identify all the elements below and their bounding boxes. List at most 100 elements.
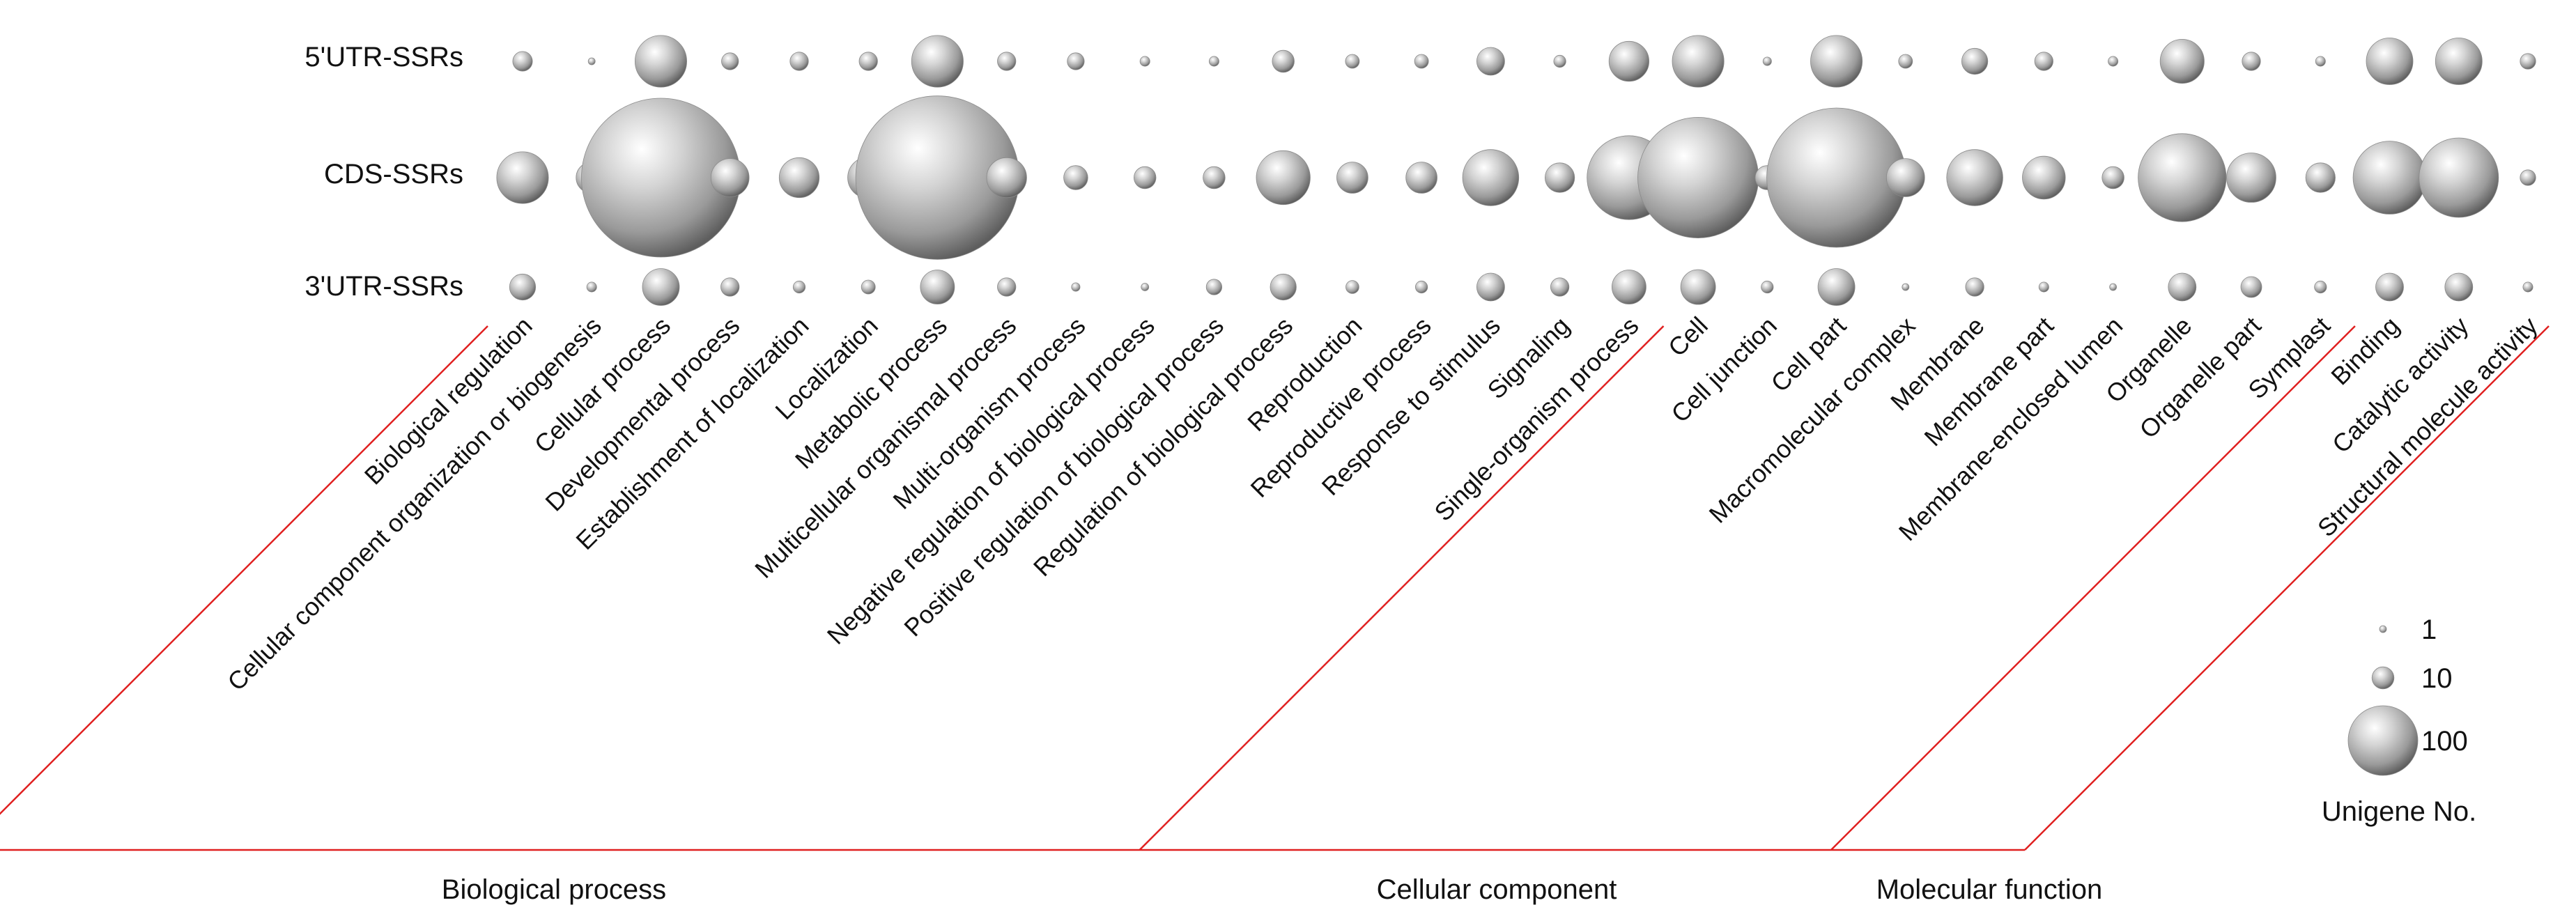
bubble (1902, 283, 1910, 291)
bubble (2520, 53, 2536, 70)
bubble (1414, 54, 1429, 69)
bubble (1761, 280, 1774, 294)
bubble (986, 157, 1027, 199)
bubble (2305, 162, 2336, 193)
bubble (1965, 277, 1984, 297)
bubble (778, 157, 820, 199)
bubble (1345, 280, 1359, 294)
bubble (2108, 56, 2119, 67)
bubble (509, 273, 537, 301)
bubble (1415, 280, 1428, 294)
bubble (2520, 169, 2536, 186)
category-label: Positive regulation of biological proces… (898, 311, 1229, 642)
bubble (1067, 52, 1085, 70)
group-divider-line (2024, 325, 2550, 851)
bubble (1550, 277, 1570, 297)
legend-bubble (2371, 666, 2395, 690)
bubble (586, 281, 597, 293)
bubble (997, 277, 1017, 297)
category-label: Cell (1663, 311, 1713, 362)
bubble (1256, 150, 1311, 206)
bubble (2444, 272, 2474, 302)
bubble (1766, 107, 1907, 248)
bubble (587, 57, 596, 65)
category-label: Organelle part (2134, 311, 2266, 444)
bubble (2240, 276, 2262, 298)
bubble (1961, 47, 1989, 75)
bubble (512, 51, 533, 72)
legend-label: 10 (2421, 663, 2453, 694)
bubble (1139, 56, 1150, 67)
bubbles (496, 35, 2536, 306)
legend-bubble (2379, 625, 2387, 633)
bubble (1133, 166, 1157, 189)
bubble (2242, 52, 2261, 71)
bubble (2159, 39, 2205, 84)
bubble (1476, 47, 1505, 76)
bubble (997, 52, 1017, 71)
bubble (1898, 54, 1913, 69)
bubble (720, 277, 740, 297)
bubble (792, 280, 806, 294)
bubble (1272, 49, 1295, 73)
bubble (710, 158, 750, 197)
bubble (1203, 166, 1226, 189)
row-labels: 5'UTR-SSRs CDS-SSRs 3'UTR-SSRs (304, 42, 463, 302)
row-label: 3'UTR-SSRs (304, 271, 463, 302)
legend-bubble (2347, 705, 2419, 776)
bubble (2226, 153, 2276, 203)
bubble (789, 52, 809, 71)
bubble (2022, 155, 2066, 200)
bubble (1063, 165, 1088, 190)
bubble (2352, 141, 2427, 215)
legend-title: Unigene No. (2322, 796, 2476, 827)
bubble (2419, 137, 2499, 218)
legend-label: 1 (2421, 614, 2437, 645)
bubble (1810, 35, 1863, 88)
group-label: Biological process (442, 874, 666, 905)
bubble (1462, 149, 1520, 206)
bubble (1270, 273, 1297, 301)
bubble (2314, 280, 2327, 294)
bubble (2101, 166, 2124, 189)
bubble (911, 35, 964, 88)
bubble (858, 52, 878, 71)
bubble (2109, 283, 2118, 291)
bubble (1336, 162, 1368, 194)
bubble (2168, 272, 2197, 302)
bubble (2034, 52, 2053, 71)
bubble (1545, 162, 1575, 193)
bubble (1611, 270, 1646, 304)
bubble (861, 279, 876, 295)
bubble (1476, 272, 1505, 302)
bubble (2435, 38, 2483, 85)
bubble (1553, 54, 1566, 68)
bubble (1205, 279, 1223, 295)
group-divider-line (0, 325, 488, 815)
bubble (1071, 282, 1081, 292)
bubble (1637, 116, 1759, 238)
row-label: 5'UTR-SSRs (304, 42, 463, 72)
bubble (2315, 56, 2326, 67)
bubble (1608, 40, 1649, 82)
group-divider-line (1830, 325, 2356, 851)
bubble (721, 52, 739, 70)
bubble (1680, 269, 1716, 305)
bubble (1405, 162, 1437, 194)
bubble (1672, 35, 1725, 88)
group-label: Cellular component (1377, 874, 1617, 905)
legend-label: 100 (2421, 726, 2468, 757)
bubble (2038, 281, 2049, 293)
bubble (1208, 56, 1219, 67)
bubble (1946, 149, 2003, 206)
bubble (920, 270, 955, 304)
bubble (642, 268, 680, 306)
bubble (2138, 133, 2227, 222)
row-label: CDS-SSRs (324, 159, 463, 189)
group-divider-line (1139, 325, 1665, 851)
bubble (1141, 283, 1150, 291)
bubble (2366, 38, 2414, 85)
